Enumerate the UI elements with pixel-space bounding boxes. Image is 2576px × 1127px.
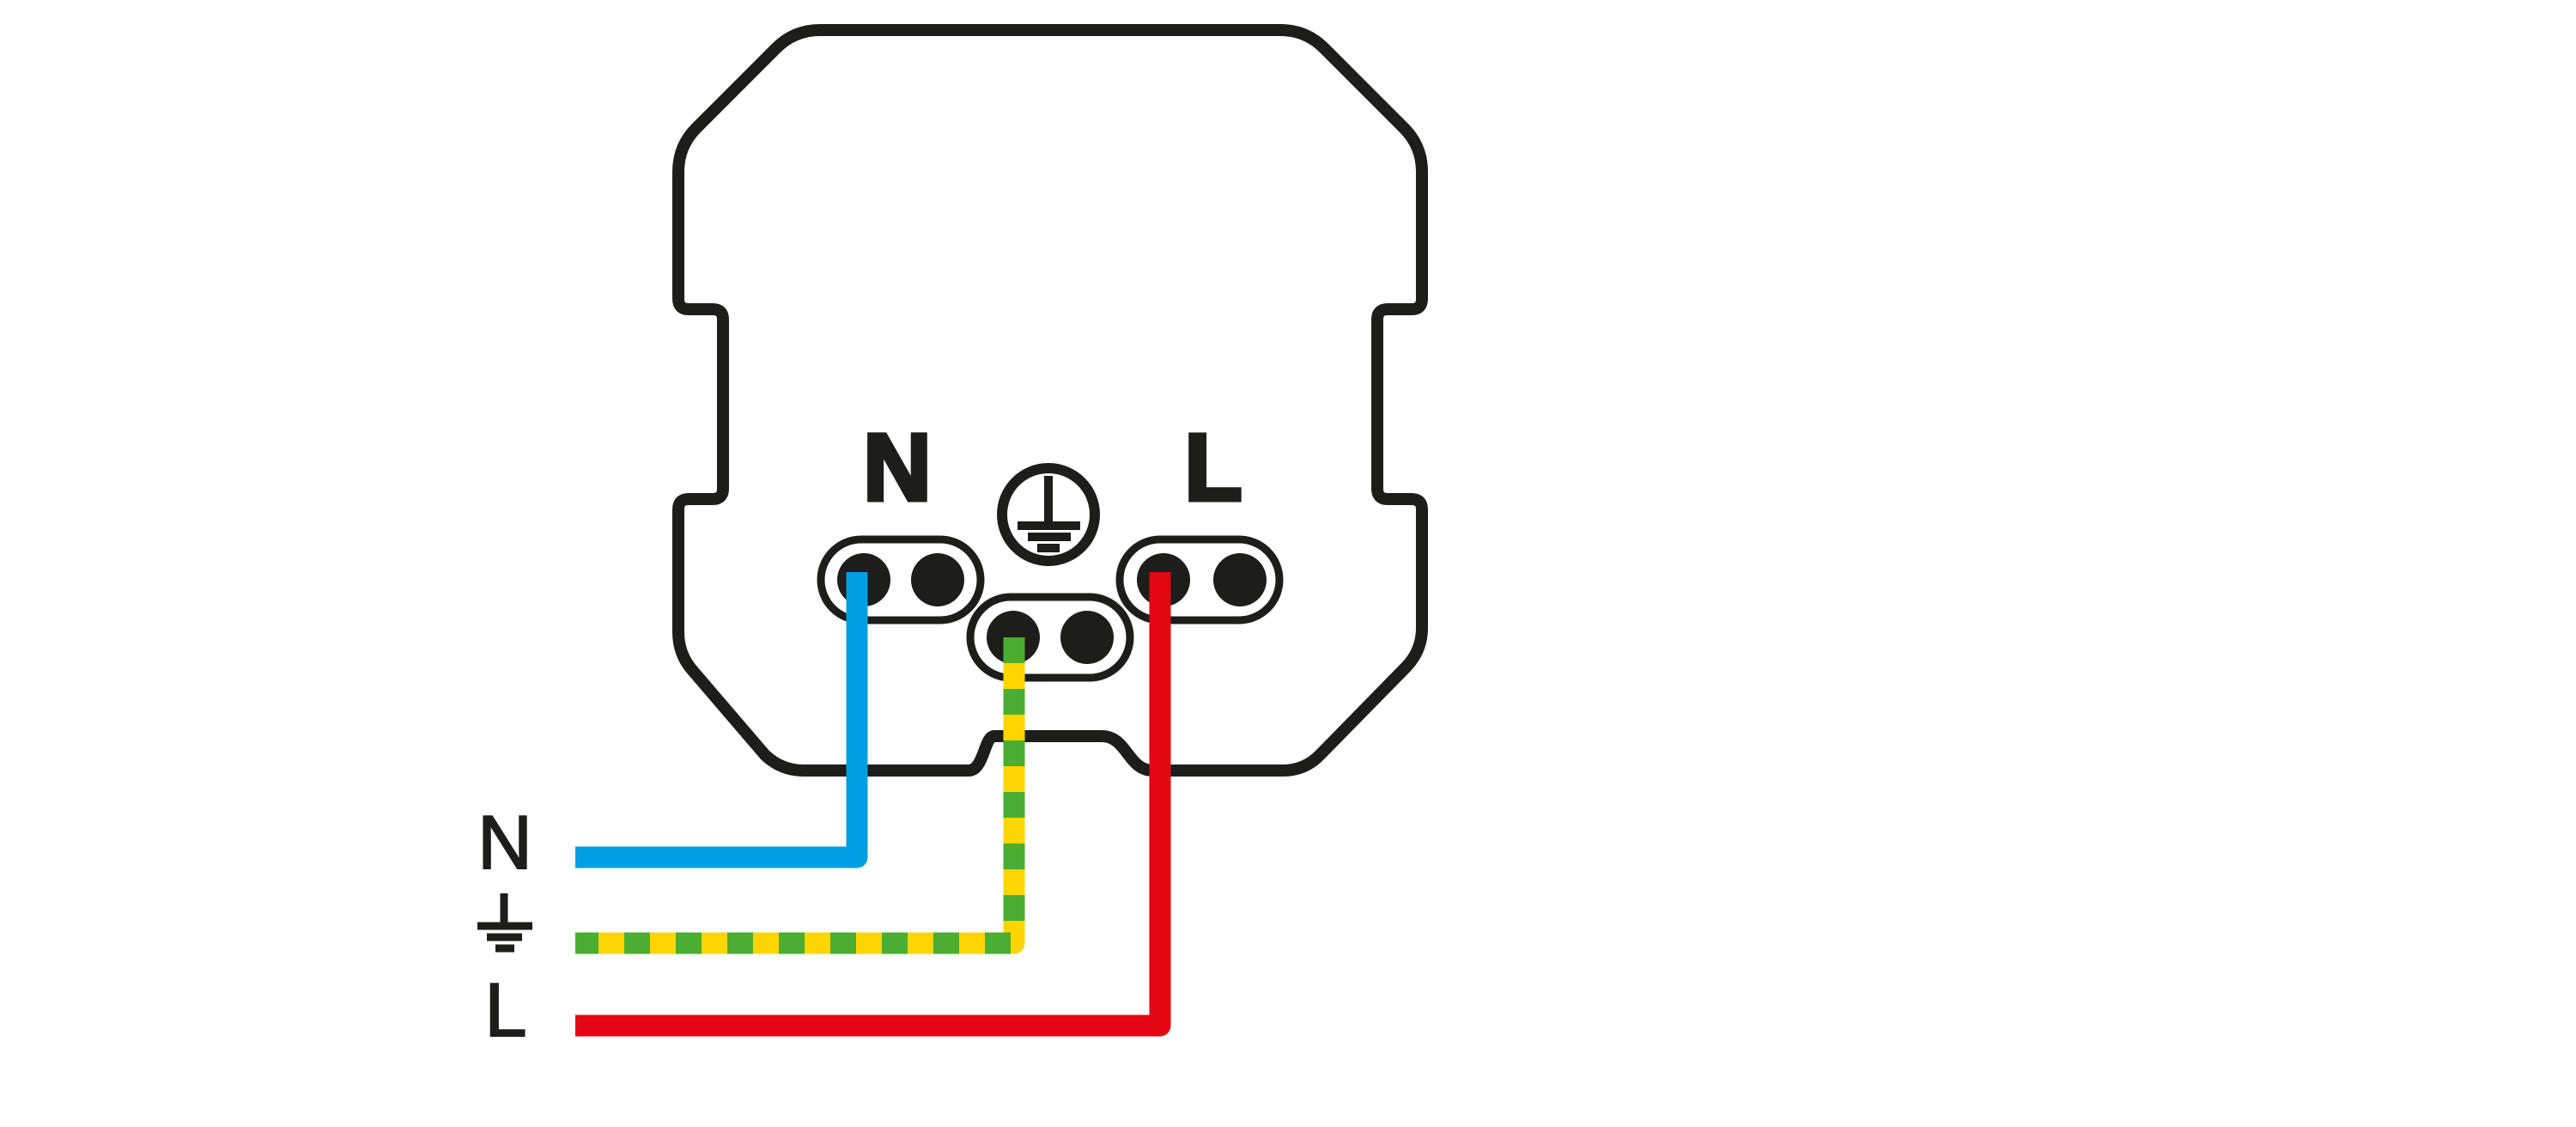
earth-symbol-glyph [1018, 476, 1080, 552]
earth-wire-yellow [575, 637, 1025, 954]
earth-symbol-icon [997, 463, 1100, 566]
earth-terminal-hole-right [1060, 611, 1114, 664]
neutral-wire [575, 572, 868, 868]
neutral-terminal-hole-right [911, 553, 964, 606]
live-terminal-hole-right [1213, 553, 1267, 606]
wire-labels: N L [477, 799, 533, 1053]
live-terminal-label: L [1184, 415, 1242, 521]
terminal-labels: N L [861, 413, 1244, 523]
wires [575, 572, 1171, 1037]
earth-symbol-icon [477, 893, 532, 953]
neutral-wire-label: N [477, 800, 532, 885]
neutral-terminal-label: N [863, 415, 931, 521]
earth-wire-symbol-glyph [477, 893, 532, 953]
live-wire [575, 572, 1171, 1037]
live-wire-label: L [485, 967, 527, 1052]
